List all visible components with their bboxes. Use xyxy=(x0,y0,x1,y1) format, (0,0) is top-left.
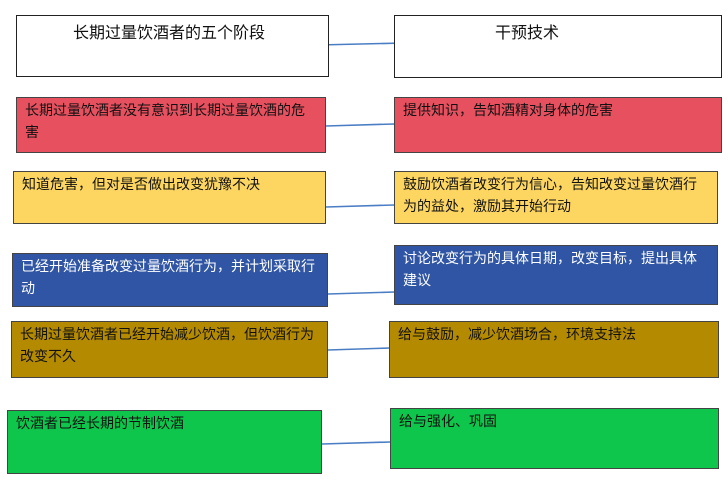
stage-4-text: 长期过量饮酒者已经开始减少饮酒，但饮酒行为改变不久 xyxy=(20,327,314,365)
intervention-3-text: 讨论改变行为的具体日期，改变目标，提出具体建议 xyxy=(403,251,697,289)
stage-1-text: 长期过量饮酒者没有意识到长期过量饮酒的危害 xyxy=(25,103,305,141)
stage-2-box: 知道危害，但对是否做出改变犹豫不决 xyxy=(13,171,326,224)
intervention-3-box: 讨论改变行为的具体日期，改变目标，提出具体建议 xyxy=(394,245,718,305)
intervention-4-text: 给与鼓励，减少饮酒场合，环境支持法 xyxy=(398,327,636,343)
connector-stage-5 xyxy=(321,441,391,445)
intervention-header-box: 干预技术 xyxy=(394,15,722,78)
intervention-1-text: 提供知识，告知酒精对身体的危害 xyxy=(403,103,613,119)
stage-2-text: 知道危害，但对是否做出改变犹豫不决 xyxy=(22,177,260,193)
stages-header-title: 长期过量饮酒者的五个阶段 xyxy=(73,23,266,42)
stages-header-box: 长期过量饮酒者的五个阶段 xyxy=(16,15,329,77)
intervention-5-text: 给与强化、巩固 xyxy=(399,414,497,430)
intervention-2-box: 鼓励饮酒者改变行为信心，告知改变过量饮酒行为的益处，激励其开始行动 xyxy=(394,171,718,224)
stage-5-box: 饮酒者已经长期的节制饮酒 xyxy=(7,410,322,474)
intervention-1-box: 提供知识，告知酒精对身体的危害 xyxy=(394,97,722,153)
intervention-2-text: 鼓励饮酒者改变行为信心，告知改变过量饮酒行为的益处，激励其开始行动 xyxy=(403,177,697,215)
stage-3-box: 已经开始准备改变过量饮酒行为，并计划采取行动 xyxy=(12,253,328,307)
intervention-5-box: 给与强化、巩固 xyxy=(390,408,719,469)
stage-4-box: 长期过量饮酒者已经开始减少饮酒，但饮酒行为改变不久 xyxy=(11,321,328,378)
stage-5-text: 饮酒者已经长期的节制饮酒 xyxy=(16,416,184,432)
connector-stage-4 xyxy=(327,347,391,351)
connector-stage-2 xyxy=(325,204,395,208)
intervention-header-title: 干预技术 xyxy=(495,23,560,42)
stage-1-box: 长期过量饮酒者没有意识到长期过量饮酒的危害 xyxy=(16,97,326,153)
connector-stage-1 xyxy=(325,123,395,127)
connector-stage-3 xyxy=(327,291,395,295)
connector-header xyxy=(317,42,405,46)
intervention-4-box: 给与鼓励，减少饮酒场合，环境支持法 xyxy=(389,321,719,378)
stage-3-text: 已经开始准备改变过量饮酒行为，并计划采取行动 xyxy=(21,259,315,297)
